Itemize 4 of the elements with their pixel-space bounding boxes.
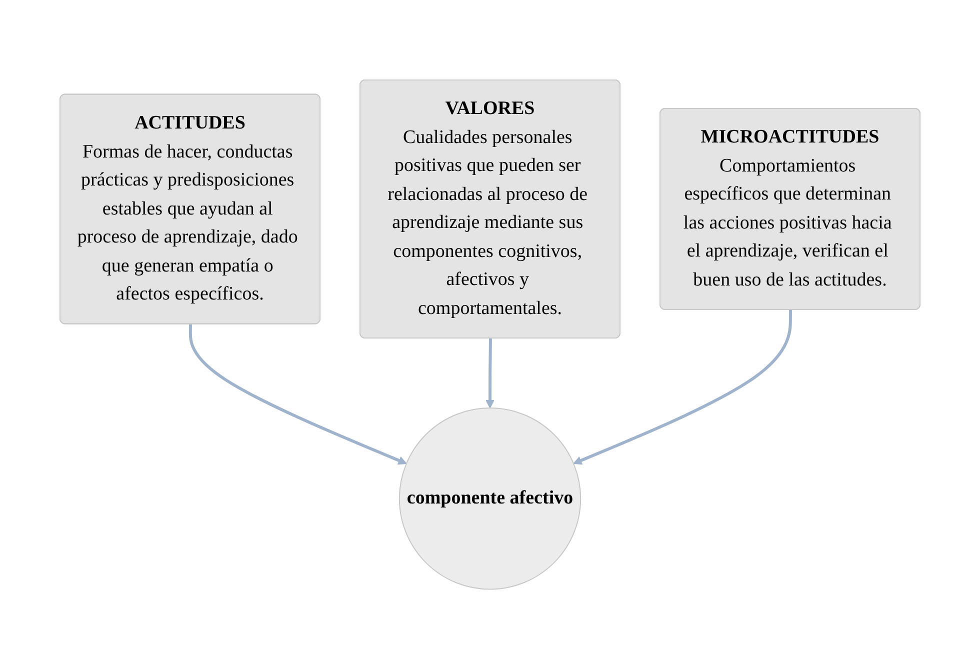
arrow <box>485 338 494 408</box>
arrow <box>572 310 792 464</box>
arrow <box>188 324 406 464</box>
node-circle: componente afectivo <box>398 407 581 590</box>
